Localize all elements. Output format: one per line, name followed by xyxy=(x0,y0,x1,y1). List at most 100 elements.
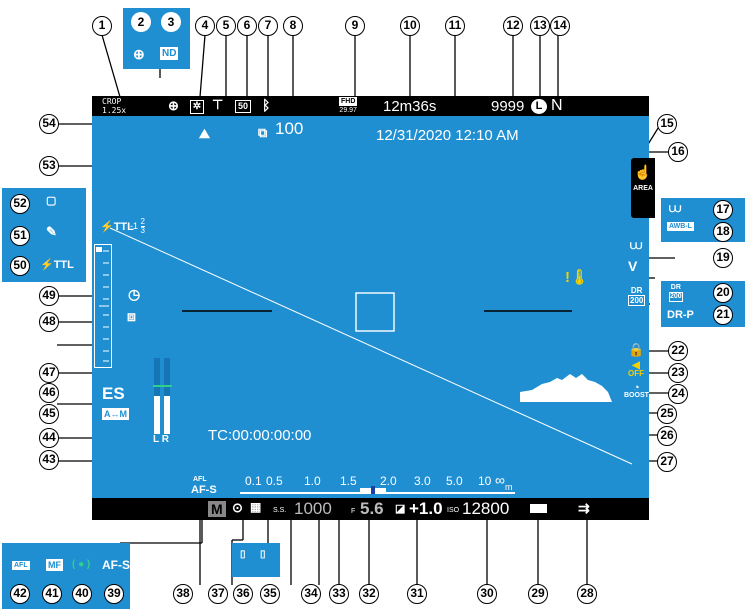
film-sim-v-icon: V xyxy=(628,258,638,274)
callout-35: 35 xyxy=(260,584,280,604)
distance-tick-7: 10 xyxy=(478,474,492,488)
shutter-icon: ▦ xyxy=(250,500,262,514)
distance-tick-8: ∞ xyxy=(495,472,505,488)
warning-thermometer-icon: !🌡 xyxy=(565,269,590,286)
distance-tick-4: 2.0 xyxy=(380,474,397,488)
callout-33: 33 xyxy=(329,584,349,604)
crop-indicator: CROP 1.25x xyxy=(102,97,126,115)
frame-count-50-icon: 50 xyxy=(235,100,251,113)
bottom-status-bar xyxy=(92,498,649,520)
boost-label: BOOST xyxy=(624,392,649,399)
touch-icon: ☝ xyxy=(634,164,652,180)
distance-tick-3: 1.5 xyxy=(340,474,357,488)
crop-value: 1.25x xyxy=(102,106,127,115)
continuous-mode-icon: ⧈ xyxy=(127,308,136,324)
distance-scale: 0.1 0.5 1.0 1.5 2.0 3.0 5.0 10 ∞ m xyxy=(240,472,520,498)
panel-ttl-label: TTL xyxy=(53,259,74,271)
focus-area-button[interactable]: ☝ AREA xyxy=(631,158,655,218)
callout-21: 21 xyxy=(713,305,733,325)
flash-comp-num: 2 xyxy=(140,217,145,227)
callout-20: 20 xyxy=(713,283,733,303)
callout-53: 53 xyxy=(39,156,59,176)
speaker-icon: ◀ xyxy=(632,360,640,371)
callout-39: 39 xyxy=(104,584,124,604)
callout-44: 44 xyxy=(39,428,59,448)
wb-shift-icon: ⩊ xyxy=(669,201,682,215)
focus-mode: AF-S xyxy=(191,484,217,496)
shutter-type: ES xyxy=(102,384,125,403)
remote-icon: ▢ xyxy=(46,195,57,207)
metering-icon: ⊙ xyxy=(232,500,243,515)
flash-mode-label: TTL xyxy=(113,221,134,233)
dr-label: DR xyxy=(630,286,643,295)
date-time: 12/31/2020 12:10 AM xyxy=(376,127,519,144)
battery-icon xyxy=(530,504,547,513)
dynamic-range-icon: DR 200 xyxy=(628,286,646,306)
distance-tick-2: 1.0 xyxy=(304,474,321,488)
awb-lock-icon: AWB-L xyxy=(667,222,694,231)
video-mode: FHD 29.97 xyxy=(339,97,358,115)
ss-label: S.S. xyxy=(273,507,287,514)
control-lock-icon: 🔒 xyxy=(628,342,645,357)
off-label: OFF xyxy=(628,369,644,378)
callout-41: 41 xyxy=(42,584,62,604)
image-size-icon: L xyxy=(531,99,547,114)
distance-tick-1: 0.5 xyxy=(266,474,283,488)
panel-focus-indicator-icon: ( ● ) xyxy=(72,559,91,570)
record-time: 12m36s xyxy=(383,98,437,115)
frame-counter-icon: ⧉ xyxy=(258,125,268,140)
sound-off-icon: ◀ OFF xyxy=(628,360,644,378)
white-balance-icon: ⊤ xyxy=(212,97,224,112)
callout-28: 28 xyxy=(577,584,597,604)
flash-comp-value: -1 xyxy=(130,220,139,231)
callout-3: 3 xyxy=(161,12,181,32)
timecode: TC:00:00:00:00 xyxy=(208,427,312,444)
exposure-comp-icon: ◪ xyxy=(395,503,406,515)
digital-teleconverter-icon: ⊕ xyxy=(168,98,179,113)
callout-37: 37 xyxy=(208,584,228,604)
callout-4: 4 xyxy=(195,16,215,36)
callout-1: 1 xyxy=(92,16,112,36)
callout-45: 45 xyxy=(39,404,59,424)
callout-43: 43 xyxy=(39,450,59,470)
callout-47: 47 xyxy=(39,363,59,383)
shutter-speed: 1000 xyxy=(294,499,332,518)
callout-30: 30 xyxy=(477,584,497,604)
callout-31: 31 xyxy=(407,584,427,604)
callout-48: 48 xyxy=(39,312,59,332)
callout-14: 14 xyxy=(550,16,570,36)
callout-13: 13 xyxy=(530,16,550,36)
callout-8: 8 xyxy=(283,16,303,36)
bluetooth-icon: ᛒ xyxy=(262,97,271,113)
focus-frame[interactable] xyxy=(356,293,394,331)
callout-38: 38 xyxy=(173,584,193,604)
callout-40: 40 xyxy=(72,584,92,604)
top-status-bar xyxy=(92,96,649,116)
callout-32: 32 xyxy=(359,584,379,604)
callout-46: 46 xyxy=(39,383,59,403)
flash-mode: ⚡TTL xyxy=(100,221,134,233)
callout-36: 36 xyxy=(233,584,253,604)
panel-afl-icon: AFL xyxy=(12,561,30,570)
exposure-indicator xyxy=(94,244,112,368)
shots-remaining: 9999 xyxy=(491,98,525,115)
iso-label: ISO xyxy=(447,507,460,514)
callout-17: 17 xyxy=(713,200,733,220)
aperture: 5.6 xyxy=(360,499,384,518)
focus-mode-switch: A↔M xyxy=(102,408,129,420)
callout-42: 42 xyxy=(10,584,30,604)
live-view-screen xyxy=(92,116,649,498)
callout-9: 9 xyxy=(345,16,365,36)
flash-comp-den: 3 xyxy=(140,226,145,235)
f-label: F xyxy=(351,508,356,515)
callout-50: 50 xyxy=(10,256,30,276)
frame-rate: 29.97 xyxy=(339,107,357,114)
callout-54: 54 xyxy=(39,114,59,134)
nd-label: ND xyxy=(160,47,179,60)
teleconverter-panel-icon: ⊕ xyxy=(133,46,145,62)
callout-18: 18 xyxy=(713,222,733,242)
callout-2: 2 xyxy=(131,12,151,32)
location-data-icon: ⛰ xyxy=(199,126,210,141)
mic-icon: ✎ xyxy=(46,224,57,239)
